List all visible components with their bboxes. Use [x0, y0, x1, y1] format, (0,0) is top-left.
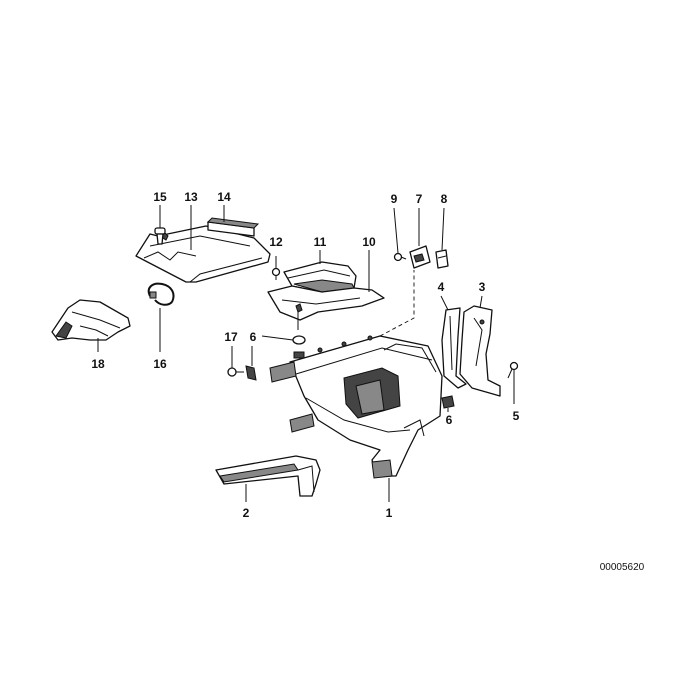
part-8-spring-clip [435, 249, 449, 269]
part-1-console-trim [269, 335, 443, 479]
part-5-screw [507, 361, 519, 379]
callout-13: 13 [184, 190, 198, 204]
callout-15: 15 [153, 190, 167, 204]
leader-4 [440, 295, 449, 311]
leader-6-left [261, 335, 294, 341]
part-10-bracket [267, 285, 385, 330]
part-14-foam-strip [206, 217, 260, 237]
leader-3 [479, 295, 483, 309]
leader-8 [441, 207, 445, 251]
part-6-washer [245, 365, 257, 381]
callout-7: 7 [416, 192, 423, 206]
part-7-bracket [409, 245, 431, 269]
callout-16: 16 [153, 357, 167, 371]
part-6-clip-nut-left [292, 335, 306, 359]
part-3-mounting-bracket [459, 305, 501, 397]
leader-dashed-1-to-7 [379, 270, 415, 337]
callout-18: 18 [91, 357, 105, 371]
part-17-screw [227, 367, 244, 377]
callout-17: 17 [224, 330, 238, 344]
callout-6-right: 6 [446, 413, 453, 427]
callout-9: 9 [391, 192, 398, 206]
part-13-tray [135, 225, 271, 283]
callout-6-left: 6 [250, 330, 257, 344]
part-18-cover [51, 299, 131, 341]
callout-1: 1 [386, 506, 393, 520]
leader-9 [393, 207, 399, 254]
part-12-screw [271, 267, 281, 280]
reference-code: 00005620 [600, 562, 645, 573]
part-16-clamp [147, 282, 175, 306]
callout-10: 10 [362, 235, 376, 249]
callout-11: 11 [314, 235, 327, 249]
callout-4: 4 [438, 280, 445, 294]
callout-8: 8 [441, 192, 448, 206]
callout-3: 3 [479, 280, 486, 294]
part-4-strip-bracket [441, 307, 467, 389]
callout-5: 5 [513, 409, 520, 423]
callout-12: 12 [269, 235, 283, 249]
callout-2: 2 [243, 506, 250, 520]
part-9-bolt [393, 252, 407, 262]
part-6-clip-nut-right [441, 395, 455, 409]
part-2-channel [215, 455, 321, 497]
callout-14: 14 [217, 190, 231, 204]
